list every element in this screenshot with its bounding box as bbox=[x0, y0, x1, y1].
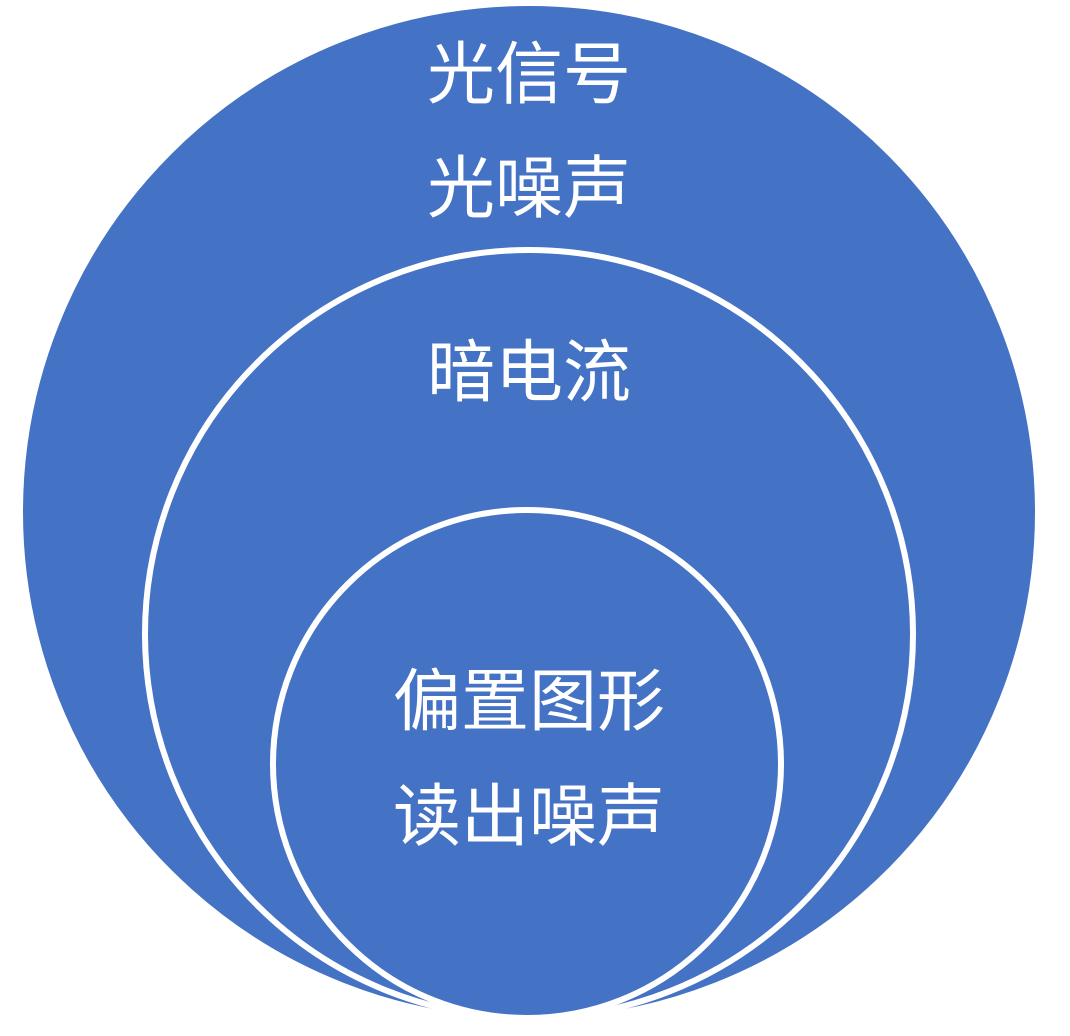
inner-circle bbox=[270, 507, 784, 1021]
inner-label-bias-pattern: 偏置图形 bbox=[393, 663, 665, 742]
inner-label-readout-noise: 读出噪声 bbox=[393, 778, 665, 857]
middle-label-dark-current: 暗电流 bbox=[427, 334, 631, 413]
outer-label-optical-noise: 光噪声 bbox=[427, 150, 631, 229]
outer-label-optical-signal: 光信号 bbox=[427, 36, 631, 115]
